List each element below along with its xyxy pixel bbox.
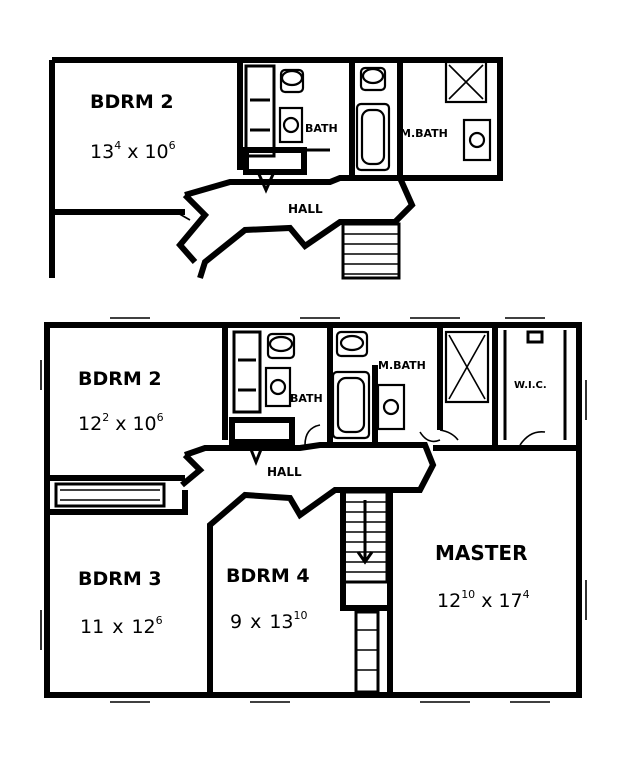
plan-b-bdrm2-label: BDRM 2: [78, 368, 162, 390]
plan-a-stair: [341, 222, 401, 280]
plan-a-outer-wall: [52, 57, 503, 181]
plan-a-closet: [244, 64, 276, 158]
plan-b-closet-b3: [54, 482, 166, 508]
plan-a-hall-outline: [184, 175, 416, 279]
plan-b-mbath-label: M.BATH: [378, 359, 426, 372]
plan-a-mbath-label: M.BATH: [400, 127, 448, 140]
plan-a-hall-label: HALL: [288, 202, 323, 216]
plan-a-linen: [243, 147, 307, 175]
plan-b-outer-wall: [44, 322, 582, 698]
plan-b-bath-label: BATH: [290, 392, 323, 405]
plan-b-master-label: MASTER: [435, 541, 528, 565]
plan-b-hall-outline: [184, 442, 437, 695]
plan-b-linen: [229, 417, 295, 445]
plan-b-closet: [232, 330, 262, 414]
plan-b-wic-label: W.I.C.: [514, 380, 547, 391]
plan-b-bdrm3-label: BDRM 3: [78, 568, 162, 590]
plan-b-hall-label: HALL: [267, 465, 302, 479]
plan-b-stair-down: [354, 610, 380, 694]
plan-b-bdrm4-label: BDRM 4: [226, 565, 310, 587]
plan-a-bdrm2-label: BDRM 2: [90, 91, 174, 113]
plan-a-bath-label: BATH: [305, 122, 338, 135]
